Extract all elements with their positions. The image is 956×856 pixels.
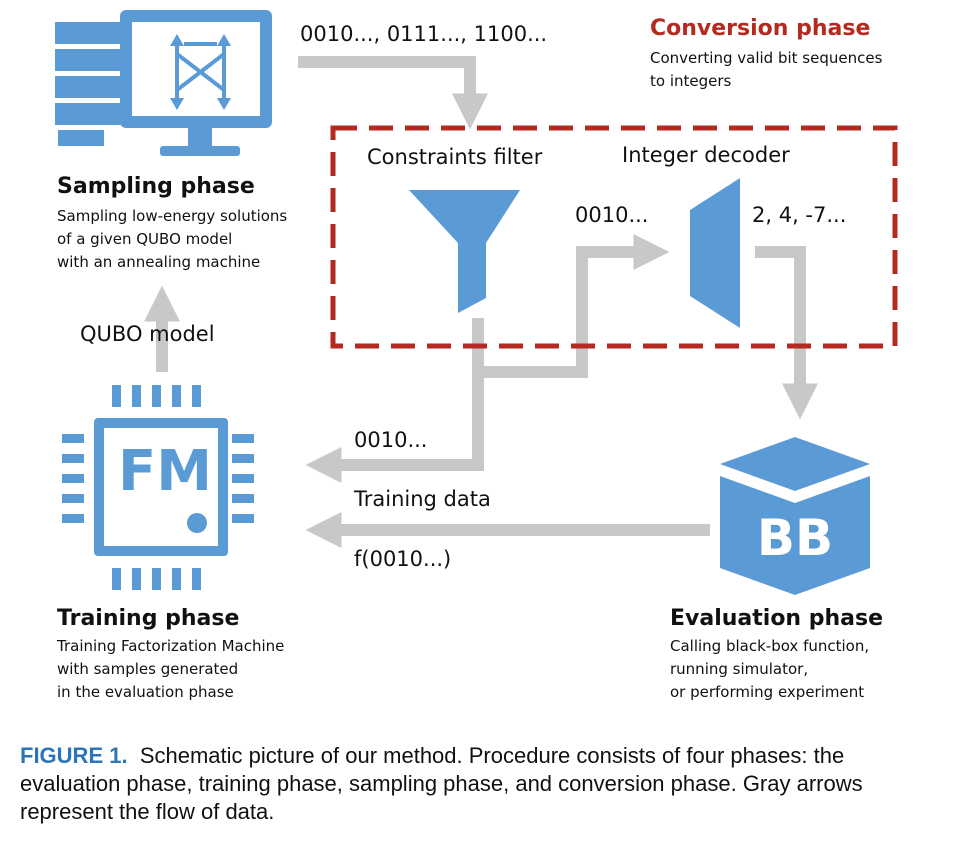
cube-text: BB <box>756 509 834 567</box>
decoded-ints-label: 2, 4, -7... <box>752 203 847 227</box>
evaluation-desc-line: Calling black-box function, <box>670 637 870 655</box>
computer-icon <box>55 10 272 156</box>
training-desc-line: with samples generated <box>57 660 239 678</box>
evaluation-desc: Calling black-box function, running simu… <box>670 635 869 704</box>
training-desc-line: in the evaluation phase <box>57 683 234 701</box>
arrow-samples-to-conversion <box>298 56 488 130</box>
bit-samples-label: 0010..., 0111..., 1100... <box>300 22 548 46</box>
bits-to-decoder-label: 0010... <box>575 203 649 227</box>
chip-text: FM <box>118 439 212 504</box>
evaluation-title: Evaluation phase <box>670 606 884 631</box>
training-bits-label: 0010... <box>354 428 428 452</box>
training-desc-line: Training Factorization Machine <box>57 637 285 655</box>
sampling-title: Sampling phase <box>57 174 255 199</box>
training-title: Training phase <box>57 606 240 631</box>
training-data-label: Training data <box>354 487 491 511</box>
conversion-box <box>330 125 898 349</box>
funnel-icon <box>409 190 520 313</box>
chip-icon <box>62 385 254 590</box>
training-desc: Training Factorization Machine with samp… <box>57 635 284 704</box>
figure-caption-text: Schematic picture of our method. Procedu… <box>20 743 863 824</box>
figure-caption: FIGURE 1. Schematic picture of our metho… <box>20 742 940 826</box>
qubo-model-label: QUBO model <box>80 322 215 346</box>
decoder-icon <box>690 178 740 328</box>
method-diagram: FM BB 0010..., 0111..., 1100... 0010... … <box>55 10 898 704</box>
sampling-desc-line: of a given QUBO model <box>57 230 233 248</box>
evaluation-desc-line: or performing experiment <box>670 683 865 701</box>
decoder-label: Integer decoder <box>622 143 790 167</box>
figure-label: FIGURE 1. <box>20 743 128 768</box>
diagram-graphics <box>55 10 898 595</box>
conversion-desc-line: to integers <box>650 72 732 90</box>
conversion-title: Conversion phase <box>650 16 871 41</box>
conversion-desc-line: Converting valid bit sequences <box>650 49 883 67</box>
conversion-desc: Converting valid bit sequences to intege… <box>650 47 882 93</box>
training-value-label: f(0010...) <box>354 547 452 571</box>
filter-label: Constraints filter <box>367 145 543 169</box>
sampling-desc-line: with an annealing machine <box>57 253 261 271</box>
arrow-filter-to-decoder <box>472 234 670 378</box>
arrow-filter-to-training <box>305 372 484 483</box>
cube-icon <box>720 437 870 595</box>
sampling-desc: Sampling low-energy solutions of a given… <box>57 205 287 274</box>
arrow-decoder-to-evaluation <box>755 246 818 420</box>
evaluation-desc-line: running simulator, <box>670 660 809 678</box>
sampling-desc-line: Sampling low-energy solutions <box>57 207 288 225</box>
